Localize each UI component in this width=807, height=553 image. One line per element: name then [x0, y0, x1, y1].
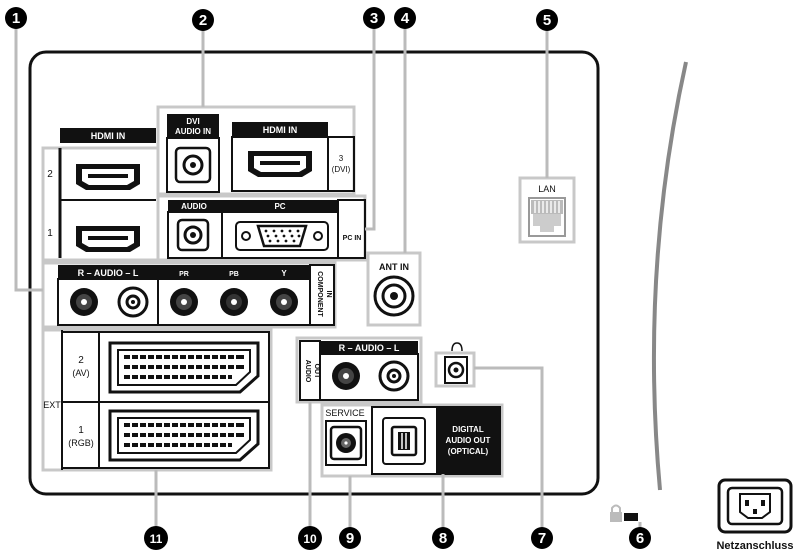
callout-2: 2 [192, 9, 214, 31]
lan-block: LAN [528, 184, 566, 237]
callout-number: 5 [543, 12, 551, 29]
callout-1: 1 [5, 7, 27, 29]
audio-out-label-1: AUDIO [304, 360, 311, 383]
callout-3: 3 [363, 7, 385, 29]
ext-1-number: 1 [78, 425, 84, 436]
audio-out-block: R – AUDIO – L AUDIO OUT [299, 340, 419, 401]
ext-label: EXT [43, 400, 61, 410]
pc-label: PC [274, 202, 285, 211]
lock-icon [610, 512, 622, 522]
callout-number: 8 [439, 530, 447, 547]
digital-audio-out-block: DIGITAL AUDIO OUT (OPTICAL) [371, 406, 501, 475]
dvi-audio-label-1: DVI [186, 117, 199, 126]
digital-label-1: DIGITAL [452, 425, 484, 434]
y-label: Y [281, 269, 287, 278]
scart-port-1 [108, 409, 260, 462]
callout-6: 6 [629, 527, 651, 549]
power-connector: Netzanschluss [716, 478, 794, 552]
callout-7: 7 [531, 527, 553, 549]
hdmi-port-3 [248, 151, 312, 177]
power-label: Netzanschluss [716, 540, 793, 552]
callout-4: 4 [394, 7, 416, 29]
pc-in-block: AUDIO PC PC IN [167, 199, 366, 259]
callout-number: 4 [401, 10, 410, 27]
component-audio-l-jack [117, 286, 149, 318]
scart-port-2 [108, 341, 260, 394]
headphone-icon [451, 342, 463, 352]
kensington-lock [610, 504, 638, 522]
dvi-audio-in-block: DVI AUDIO IN [166, 114, 220, 193]
audio-out-l-jack [378, 360, 410, 392]
hdmi-2-number: 2 [47, 169, 53, 180]
callout-number: 10 [303, 532, 317, 546]
component-audio-label: R – AUDIO – L [78, 268, 139, 278]
service-block: SERVICE [325, 408, 367, 466]
hdmi-port-2 [76, 164, 140, 190]
callout-number: 9 [346, 530, 354, 547]
callout-number: 1 [12, 10, 20, 27]
callout-9: 9 [339, 527, 361, 549]
audio-out-label-2: OUT [313, 364, 320, 380]
callout-number: 6 [636, 530, 644, 547]
pc-in-label: PC IN [343, 235, 362, 242]
hdmi-in-3-label: HDMI IN [263, 125, 298, 135]
callout-8: 8 [432, 527, 454, 549]
callout-5: 5 [536, 9, 558, 31]
component-audio-r-jack [70, 288, 98, 316]
callout-number: 3 [370, 10, 378, 27]
component-pr-jack [170, 288, 198, 316]
dvi-audio-label-2: AUDIO IN [175, 127, 211, 136]
component-y-jack [270, 288, 298, 316]
service-label: SERVICE [325, 408, 364, 418]
component-in-label: IN [325, 291, 332, 298]
leader-lines [14, 27, 642, 528]
callout-number: 11 [150, 532, 163, 546]
panel-cut-line [651, 61, 688, 491]
hdmi-in-label: HDMI IN [91, 131, 126, 141]
hdmi-1-number: 1 [47, 228, 53, 239]
hdmi-3-dvi: (DVI) [332, 165, 351, 174]
ext-scart-block: EXT 2 (AV) 1 (RGB) [43, 330, 270, 470]
ext-2-av: (AV) [72, 368, 89, 378]
pr-label: PR [179, 271, 189, 278]
callout-number: 2 [199, 12, 207, 29]
lan-label: LAN [538, 184, 556, 194]
digital-label-3: (OPTICAL) [448, 447, 489, 456]
ext-1-rgb: (RGB) [68, 438, 94, 448]
hdmi-in-3-block: HDMI IN 3 (DVI) [231, 122, 355, 192]
hdmi-port-1 [76, 226, 140, 252]
pc-audio-label: AUDIO [181, 202, 207, 211]
pb-label: PB [229, 271, 239, 278]
headphone-block [444, 342, 468, 384]
callout-11: 11 [144, 526, 168, 550]
ext-2-number: 2 [78, 355, 84, 366]
ant-in-block: ANT IN [372, 260, 416, 317]
hdmi-3-number: 3 [339, 154, 344, 163]
callout-10: 10 [298, 526, 322, 550]
audio-out-r-jack [332, 362, 360, 390]
callout-number: 7 [538, 530, 546, 547]
digital-label-2: AUDIO OUT [446, 436, 491, 445]
ant-in-label: ANT IN [379, 262, 409, 272]
hdmi-in-1-2-block: HDMI IN 2 1 [47, 128, 156, 258]
component-pb-jack [220, 288, 248, 316]
component-in-block: R – AUDIO – L PR PB Y COMPONENT IN [57, 264, 335, 326]
audio-out-rl-label: R – AUDIO – L [339, 343, 400, 353]
component-label: COMPONENT [316, 271, 323, 317]
